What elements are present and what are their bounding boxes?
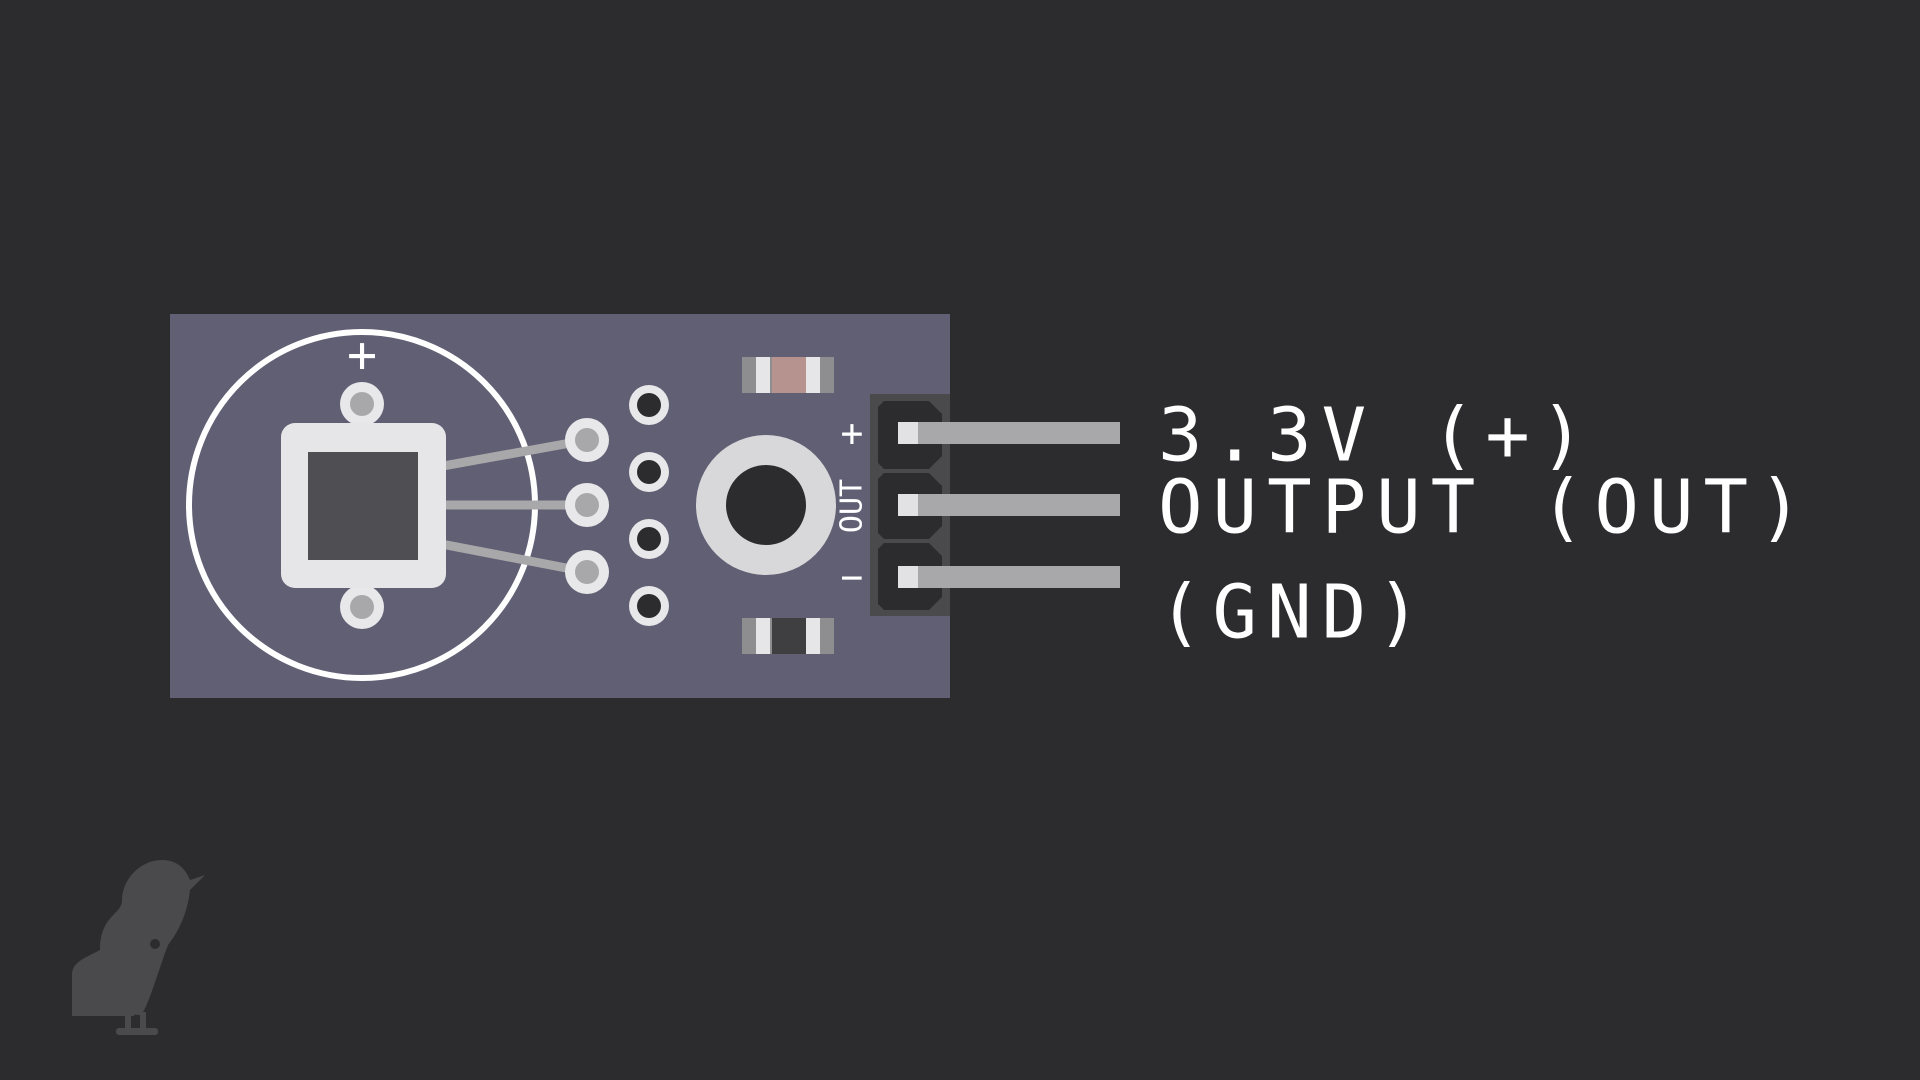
pin-out: [898, 494, 1120, 516]
header-out-marking: OUT: [835, 479, 870, 533]
label-gnd: (GND): [1158, 570, 1431, 656]
sensor-board: +: [170, 314, 950, 698]
header-pins: [898, 422, 1120, 588]
pin-vcc: [898, 422, 1120, 444]
board-mounting-hole: [696, 435, 836, 575]
sensor-chip-die: [308, 452, 418, 560]
resistor-bottom: [742, 618, 834, 654]
pin-gnd: [898, 566, 1120, 588]
lead-pads: [565, 418, 609, 594]
sensor-mount-hole-bottom: [340, 585, 384, 629]
via-holes: [629, 385, 669, 626]
resistor-top: [742, 357, 834, 393]
label-vcc: 3.3V (+): [1158, 393, 1594, 479]
sensor-plus-marking: +: [347, 326, 377, 384]
header-minus-marking: −: [841, 555, 864, 599]
label-out: OUTPUT (OUT): [1158, 465, 1813, 551]
header-plus-marking: +: [841, 411, 864, 455]
bird-logo-icon: [72, 860, 205, 1035]
sensor-mount-hole-top: [340, 382, 384, 426]
